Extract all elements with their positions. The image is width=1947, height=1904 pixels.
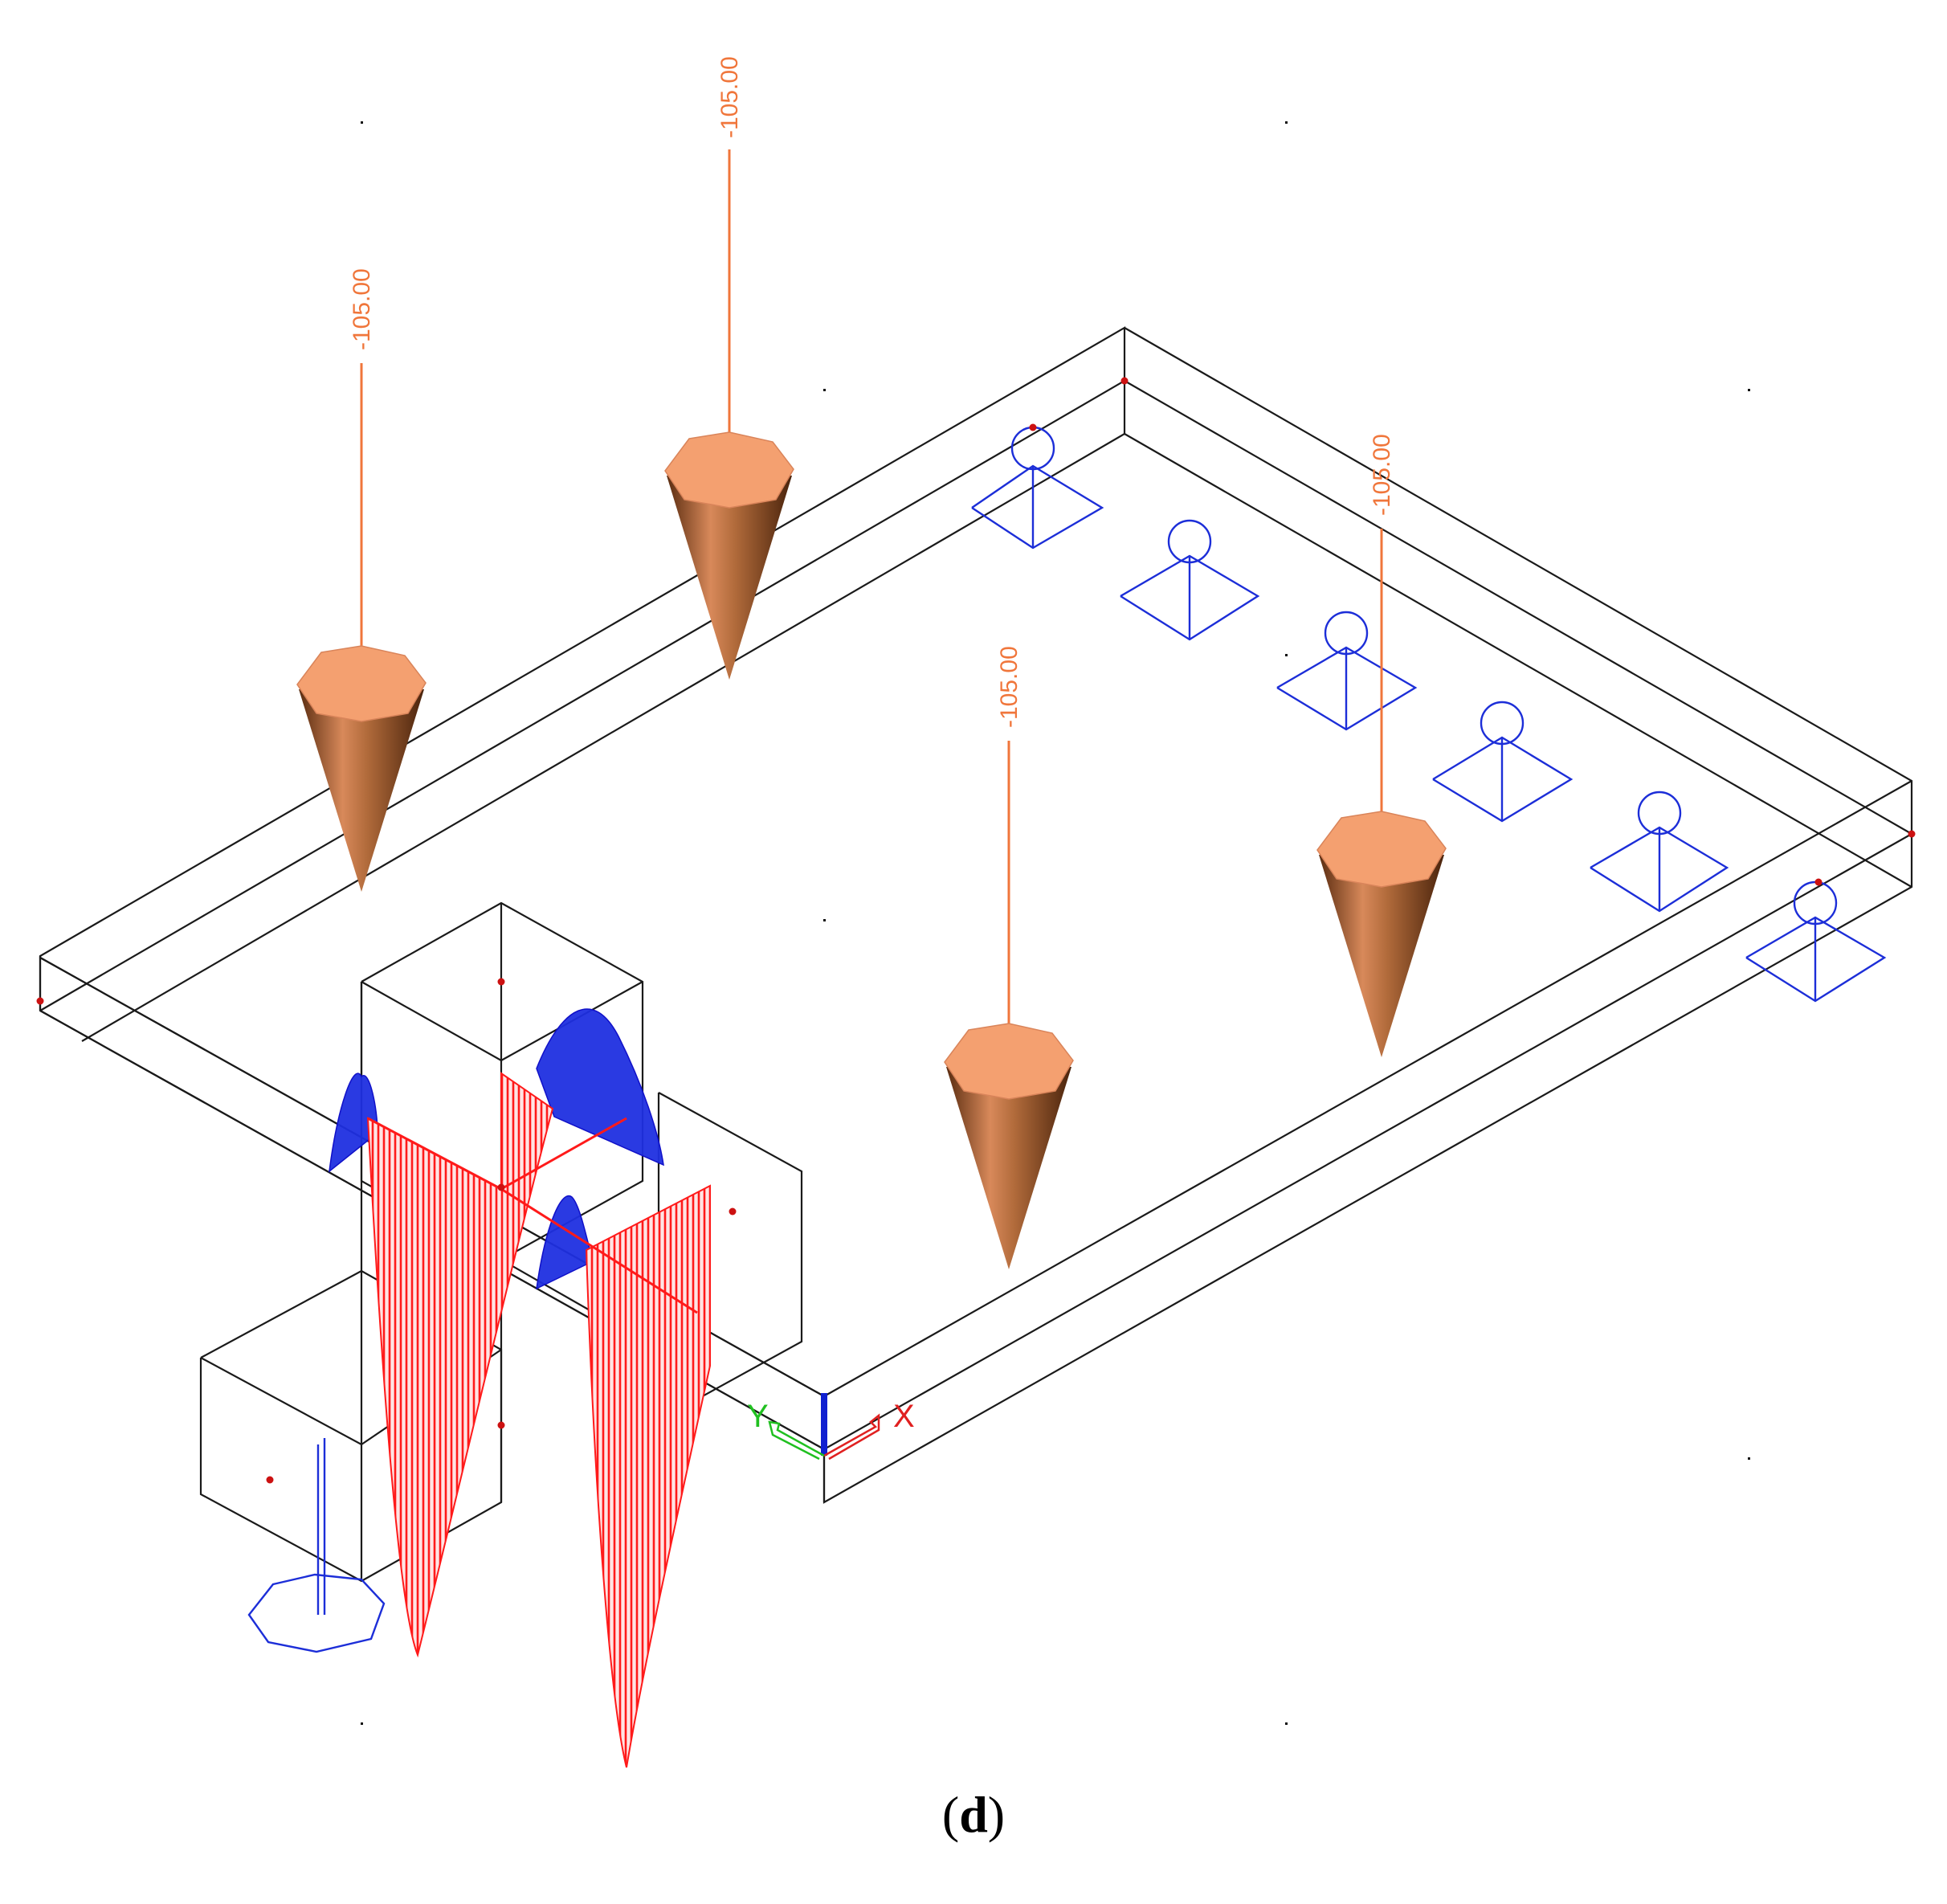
- axis-triad: X Y: [747, 1393, 915, 1461]
- load-arrow-2[interactable]: -105.00: [664, 56, 794, 680]
- caption-label: (d): [941, 1786, 1006, 1843]
- load-value-1: -105.00: [349, 268, 375, 350]
- column-support[interactable]: [247, 1438, 386, 1653]
- negative-moment-region-2: [585, 1184, 711, 1768]
- internal-force-diagram: [329, 1008, 711, 1768]
- nodes[interactable]: [36, 377, 1916, 1484]
- positive-moment-region-1: [329, 1073, 378, 1173]
- negative-moment-region-1: [366, 1072, 554, 1658]
- edge-supports[interactable]: [971, 426, 1887, 1003]
- load-value-3: -105.00: [996, 646, 1022, 728]
- support-5[interactable]: [1590, 791, 1729, 913]
- load-arrow-4[interactable]: -105.00: [1316, 434, 1447, 1057]
- load-arrow-1[interactable]: -105.00: [296, 268, 427, 892]
- support-6[interactable]: [1745, 880, 1887, 1003]
- figure-caption: (d): [0, 1785, 1947, 1845]
- load-arrow-3[interactable]: -105.00: [944, 646, 1074, 1269]
- support-4[interactable]: [1432, 701, 1574, 823]
- axis-x-label: X: [893, 1399, 915, 1434]
- load-value-2: -105.00: [716, 56, 743, 138]
- load-value-4: -105.00: [1369, 434, 1395, 516]
- support-1[interactable]: [971, 426, 1104, 550]
- view-corner-markers: [361, 121, 1750, 1725]
- positive-moment-region-2: [536, 1008, 664, 1167]
- axis-y-label: Y: [747, 1399, 769, 1434]
- positive-moment-region-3: [536, 1195, 594, 1290]
- point-loads[interactable]: -105.00 -105.00 -105.00 -105.00: [296, 56, 1447, 1269]
- support-3[interactable]: [1276, 611, 1418, 731]
- support-2[interactable]: [1120, 519, 1260, 641]
